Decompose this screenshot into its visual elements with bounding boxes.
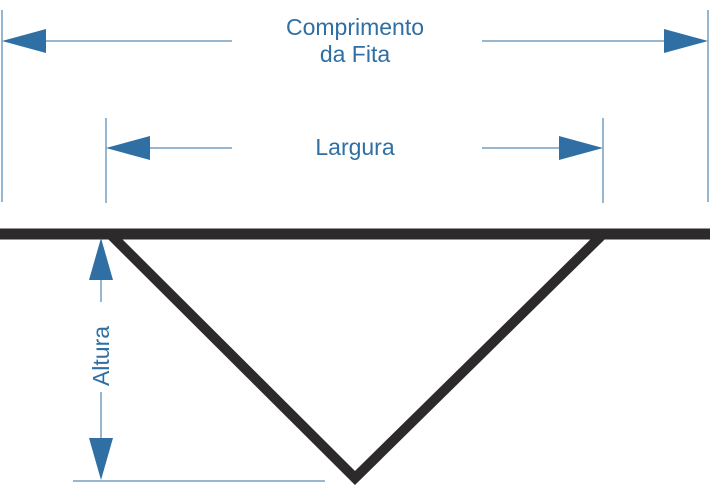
width-arrow-left-icon bbox=[106, 136, 150, 160]
width-arrow-right-icon bbox=[559, 136, 603, 160]
width-label: Largura bbox=[315, 134, 394, 160]
length-label-line1: Comprimento bbox=[286, 14, 424, 40]
tape-v-fold bbox=[108, 232, 605, 486]
width-dimension: Largura bbox=[105, 118, 604, 203]
length-dimension: Comprimento da Fita bbox=[1, 10, 709, 202]
height-arrow-down-icon bbox=[89, 438, 113, 480]
tape-shape bbox=[0, 228, 710, 486]
length-arrow-left-icon bbox=[2, 29, 46, 53]
height-arrow-up-icon bbox=[89, 238, 113, 280]
length-arrow-right-icon bbox=[664, 29, 708, 53]
height-dimension: Altura bbox=[73, 238, 325, 482]
height-label: Altura bbox=[88, 326, 114, 386]
length-label-line2: da Fita bbox=[320, 41, 391, 67]
